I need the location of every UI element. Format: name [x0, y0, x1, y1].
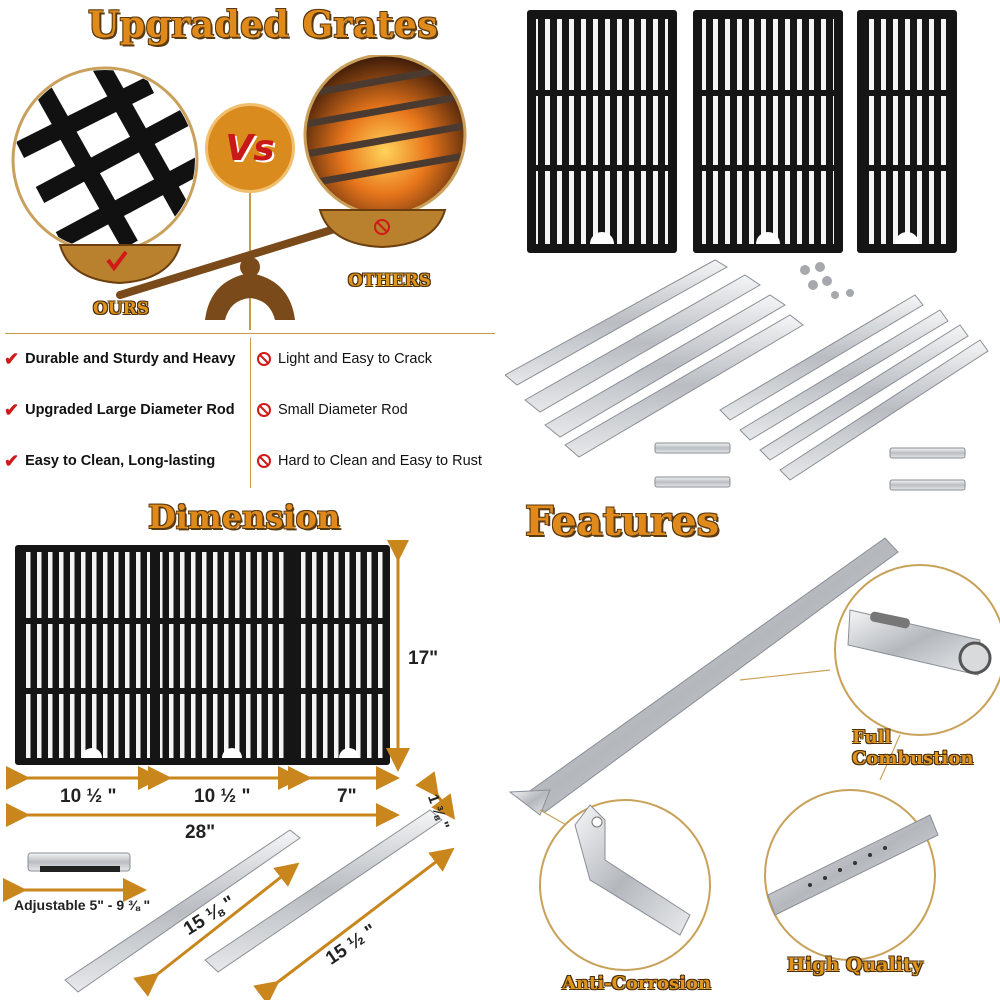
- width-3-label: 7": [337, 786, 357, 807]
- ours-check-icon: [106, 250, 128, 272]
- burner-tubes: [719, 294, 989, 481]
- features-diagram: [508, 537, 1000, 971]
- others-prohibited-icon: [374, 219, 390, 235]
- hardware-screws: [800, 262, 854, 299]
- burner-tube-large: [508, 537, 899, 816]
- check-icon: ✔: [4, 348, 20, 369]
- full-combustion-closeup: [834, 564, 1000, 736]
- vs-label: Vs: [225, 127, 275, 169]
- others-item: Small Diameter Rod: [257, 398, 482, 422]
- prohibited-icon: [257, 454, 271, 468]
- high-quality-closeup: [764, 789, 939, 961]
- prohibited-icon: [257, 403, 271, 417]
- heat-plates: [505, 259, 804, 458]
- anti-corrosion-label: Anti-Corrosion: [562, 973, 712, 994]
- heat-plate: [204, 809, 443, 973]
- adjustable-label: Adjustable 5" - 9 ⅜ ": [14, 897, 151, 913]
- crossover-tube: [27, 852, 131, 872]
- others-item: Hard to Clean and Easy to Rust: [257, 449, 482, 473]
- others-grate-closeup: [303, 55, 467, 217]
- divider-horizontal: [5, 333, 495, 334]
- high-quality-label: High Quality: [787, 954, 923, 976]
- crossover-tubes: [654, 442, 966, 491]
- others-item: Light and Easy to Crack: [257, 347, 482, 371]
- dimension-title: Dimension: [148, 498, 341, 536]
- ours-item: ✔ Durable and Sturdy and Heavy: [4, 348, 236, 369]
- dimension-arrows: [3, 540, 456, 1000]
- ours-item: ✔ Easy to Clean, Long-lasting: [4, 450, 216, 471]
- height-17-label: 17": [408, 648, 439, 669]
- total-width-label: 28": [185, 822, 216, 843]
- width-2-label: 10 ½ ": [194, 786, 251, 807]
- burner-tube: [64, 829, 301, 993]
- prohibited-icon: [257, 352, 271, 366]
- upgraded-grates-title: Upgraded Grates: [88, 4, 439, 46]
- full-combustion-label: Full Combustion: [852, 727, 974, 769]
- cooking-grate: [857, 10, 957, 253]
- divider-vertical: [250, 338, 251, 488]
- dimension-diagram: [3, 540, 456, 1000]
- check-icon: ✔: [4, 450, 20, 471]
- ours-grate-closeup: [11, 66, 199, 254]
- dimension-grates: [15, 545, 390, 765]
- vs-badge: Vs: [205, 103, 295, 193]
- product-kit-photo: [505, 10, 989, 491]
- ours-list: ✔ Durable and Sturdy and Heavy ✔ Upgrade…: [4, 347, 235, 473]
- width-1-label: 10 ½ ": [60, 786, 117, 807]
- scale-illustration: [11, 55, 467, 330]
- anti-corrosion-closeup: [539, 799, 711, 971]
- cooking-grate: [693, 10, 843, 253]
- ours-item: ✔ Upgraded Large Diameter Rod: [4, 399, 235, 420]
- others-list: Light and Easy to Crack Small Diameter R…: [257, 347, 482, 473]
- cooking-grate: [527, 10, 677, 253]
- ours-label: OURS: [93, 299, 150, 319]
- features-title: Features: [525, 498, 720, 545]
- others-label: OTHERS: [348, 271, 431, 291]
- check-icon: ✔: [4, 399, 20, 420]
